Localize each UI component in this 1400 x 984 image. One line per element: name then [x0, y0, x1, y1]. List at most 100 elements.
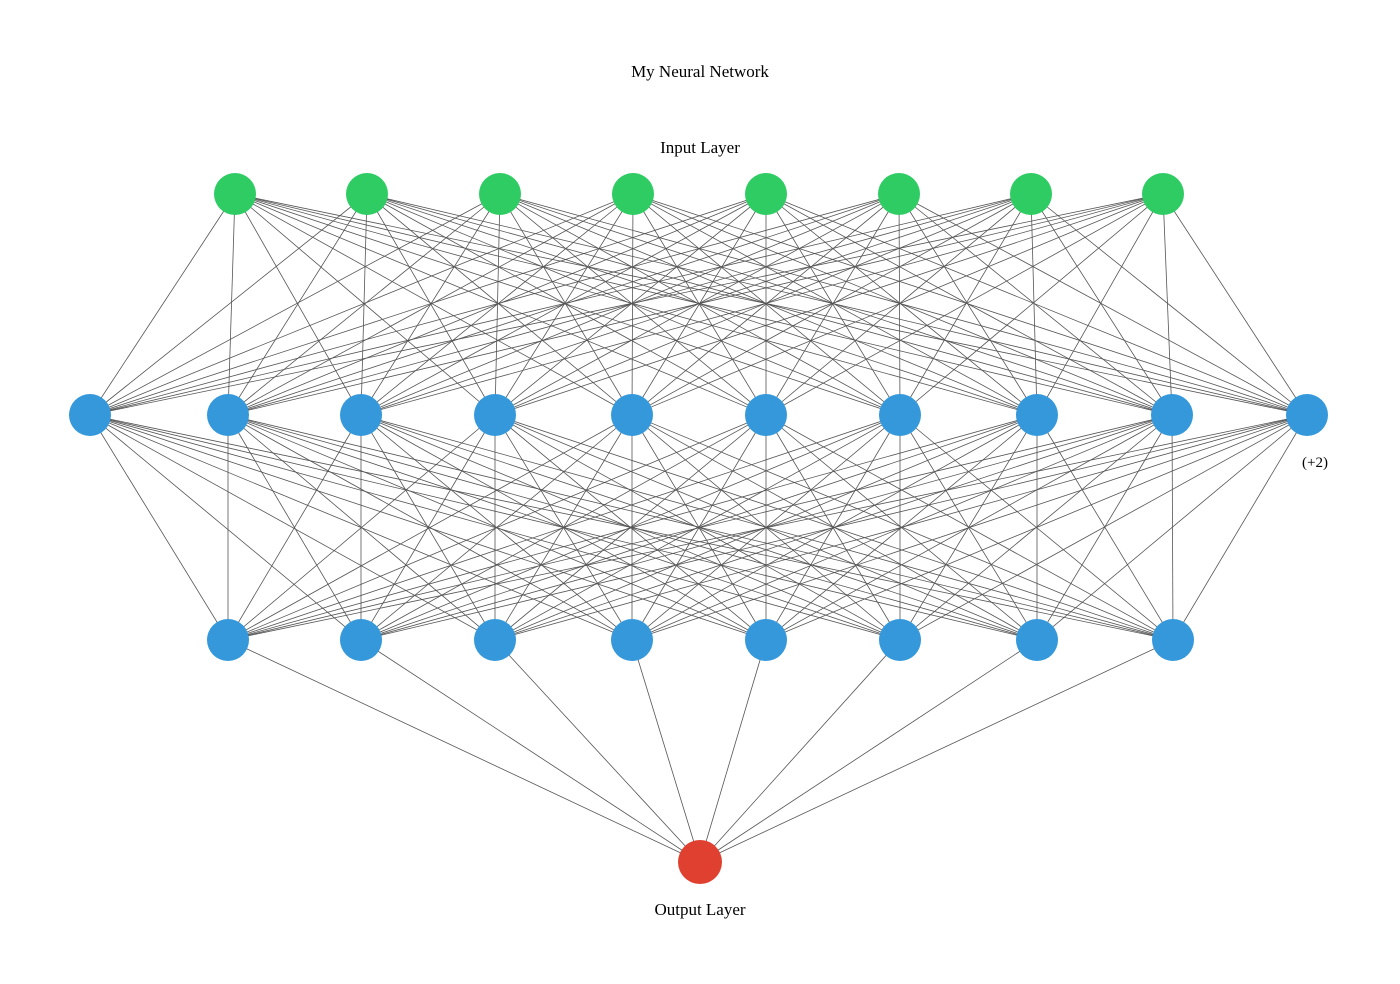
- connection-edge: [1162, 193, 1308, 416]
- network-node: [1151, 394, 1193, 436]
- connection-edge: [631, 193, 1032, 416]
- connection-edge: [631, 193, 634, 416]
- input-layer-label: Input Layer: [660, 138, 740, 157]
- connection-edge: [1030, 193, 1173, 416]
- connection-edge: [227, 193, 368, 416]
- network-node: [479, 173, 521, 215]
- connection-edge: [360, 639, 701, 863]
- connection-edge: [765, 193, 1173, 416]
- network-node: [474, 619, 516, 661]
- network-node: [474, 394, 516, 436]
- connection-edge: [631, 414, 1308, 641]
- connection-edge: [765, 193, 1164, 416]
- network-node: [612, 173, 654, 215]
- connection-edge: [632, 193, 767, 416]
- connection-edge: [366, 193, 633, 416]
- connection-edge: [499, 193, 1173, 416]
- connection-edge: [1030, 193, 1038, 416]
- connection-edge: [227, 193, 236, 416]
- connection-edge: [360, 414, 496, 641]
- connection-edge: [899, 193, 1164, 416]
- connection-edge: [227, 639, 701, 863]
- network-node: [1016, 619, 1058, 661]
- connection-edge: [898, 193, 901, 416]
- connection-edge: [227, 414, 767, 641]
- connection-edge: [632, 193, 1308, 416]
- connection-edge: [765, 193, 1308, 416]
- network-node: [1016, 394, 1058, 436]
- connection-edge: [499, 193, 633, 416]
- connection-edge: [1036, 193, 1164, 416]
- extra-nodes-annotation: (+2): [1302, 455, 1328, 471]
- network-node: [346, 173, 388, 215]
- connection-edge: [234, 193, 633, 416]
- connection-edge: [89, 193, 767, 416]
- network-node: [611, 619, 653, 661]
- network-node: [340, 619, 382, 661]
- connection-edge: [227, 414, 362, 641]
- output-layer-label: Output Layer: [654, 900, 746, 919]
- connection-edge: [632, 193, 1173, 416]
- connection-edge: [699, 639, 901, 863]
- connection-edge: [366, 193, 767, 416]
- connection-edge: [89, 414, 229, 641]
- connection-edge: [494, 639, 701, 863]
- connection-edge: [89, 414, 362, 641]
- connection-edge: [1172, 414, 1308, 641]
- connection-edge: [765, 414, 1308, 641]
- network-node: [745, 619, 787, 661]
- page-title: My Neural Network: [631, 62, 769, 81]
- connection-edge: [89, 193, 236, 416]
- connection-edge: [227, 193, 501, 416]
- connection-edge: [899, 414, 1308, 641]
- connection-edge: [227, 193, 900, 416]
- connection-edge: [499, 193, 1038, 416]
- nodes-group: [69, 173, 1328, 884]
- connection-edge: [494, 414, 1308, 641]
- connection-edge: [234, 193, 901, 416]
- connection-edge: [699, 639, 1038, 863]
- connection-edge: [227, 414, 633, 641]
- connection-edge: [227, 193, 767, 416]
- connection-edge: [234, 193, 767, 416]
- network-node: [207, 619, 249, 661]
- connection-edge: [765, 193, 900, 416]
- connection-edge: [360, 193, 1164, 416]
- network-node: [678, 840, 722, 884]
- network-node: [214, 173, 256, 215]
- connection-edge: [227, 414, 1308, 641]
- connection-edge: [898, 193, 1173, 416]
- connection-edge: [1162, 193, 1173, 416]
- network-node: [745, 173, 787, 215]
- connection-edge: [699, 639, 1174, 863]
- connection-edge: [631, 193, 900, 416]
- connection-edge: [360, 414, 1308, 641]
- connection-edge: [227, 414, 901, 641]
- connection-edge: [227, 414, 1173, 641]
- connection-edge: [89, 414, 496, 641]
- connection-edge: [765, 193, 1038, 416]
- network-node: [1010, 173, 1052, 215]
- connection-edge: [89, 193, 634, 416]
- network-node: [878, 173, 920, 215]
- connection-edge: [227, 193, 1164, 416]
- network-node: [69, 394, 111, 436]
- connection-edge: [699, 639, 767, 863]
- connection-edge: [499, 193, 901, 416]
- connection-edge: [360, 414, 901, 641]
- connection-edge: [631, 193, 1164, 416]
- network-node: [1152, 619, 1194, 661]
- connection-edge: [89, 193, 1032, 416]
- connection-edge: [1036, 414, 1308, 641]
- connection-edge: [1030, 193, 1308, 416]
- connection-edge: [499, 193, 767, 416]
- connection-edge: [632, 193, 1038, 416]
- connection-edge: [631, 639, 701, 863]
- connection-edge: [631, 193, 767, 416]
- connection-edge: [898, 193, 1038, 416]
- connection-edge: [494, 414, 901, 641]
- connection-edge: [89, 193, 1164, 416]
- connection-edge: [227, 414, 496, 641]
